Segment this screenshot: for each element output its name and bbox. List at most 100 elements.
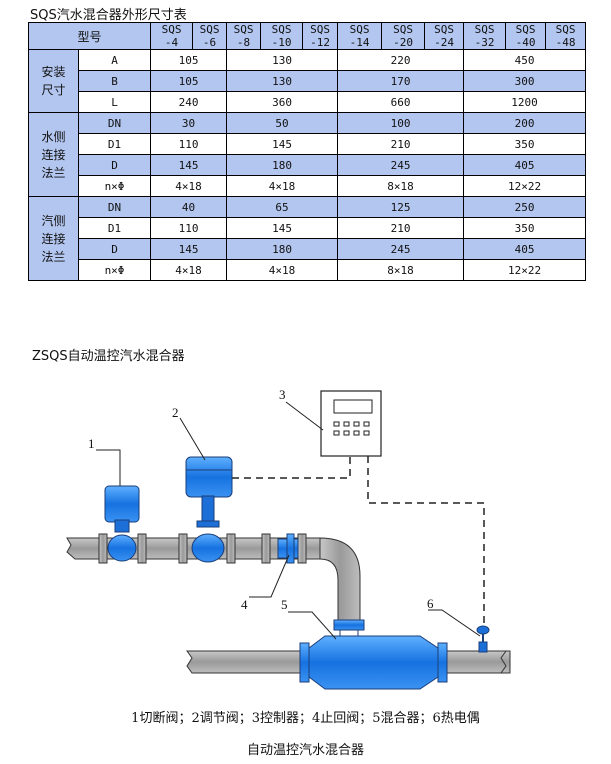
model-series: SQS bbox=[349, 23, 370, 36]
value-cell: 200 bbox=[463, 112, 587, 134]
table-title: SQS汽水混合器外形尺寸表 bbox=[30, 8, 187, 23]
model-series: SQS bbox=[233, 23, 254, 36]
value-cell: 50 bbox=[226, 112, 339, 134]
value-cell: 405 bbox=[463, 238, 587, 260]
value-cell: 240 bbox=[150, 91, 228, 113]
value-cell: 245 bbox=[337, 154, 465, 176]
shutoff-valve bbox=[104, 485, 140, 562]
value-cell: 350 bbox=[463, 133, 587, 155]
model-column-header: SQS-20 bbox=[381, 22, 426, 50]
value-cell: 145 bbox=[150, 238, 228, 260]
param-cell: DN bbox=[77, 112, 152, 134]
value-cell: 1200 bbox=[463, 91, 587, 113]
value-cell: 110 bbox=[150, 217, 228, 239]
model-series: SQS bbox=[474, 23, 495, 36]
value-cell: 210 bbox=[337, 217, 465, 239]
model-series: SQS bbox=[515, 23, 536, 36]
param-cell: L bbox=[77, 91, 152, 113]
model-number: -4 bbox=[164, 36, 179, 49]
value-cell: 8×18 bbox=[337, 259, 465, 281]
param-cell: D bbox=[77, 154, 152, 176]
param-cell: A bbox=[77, 49, 152, 71]
callout-5: 5 bbox=[281, 597, 288, 612]
model-series: SQS bbox=[434, 23, 454, 36]
param-cell: B bbox=[77, 70, 152, 92]
value-cell: 12×22 bbox=[463, 259, 587, 281]
value-cell: 8×18 bbox=[337, 175, 465, 197]
group-label: 水侧连接法兰 bbox=[28, 112, 79, 197]
value-cell: 105 bbox=[150, 49, 228, 71]
group-label-text: 水侧连接法兰 bbox=[41, 129, 66, 180]
value-cell: 170 bbox=[337, 70, 465, 92]
value-cell: 65 bbox=[226, 196, 339, 218]
model-column-header: SQS-48 bbox=[545, 22, 587, 50]
model-number: -12 bbox=[310, 36, 330, 49]
model-series: SQS bbox=[271, 23, 292, 36]
model-number: -40 bbox=[515, 36, 536, 49]
diagram-title: ZSQS自动温控汽水混合器 bbox=[32, 349, 185, 364]
model-series: SQS bbox=[161, 23, 182, 36]
value-cell: 145 bbox=[226, 217, 339, 239]
check-valve bbox=[277, 533, 299, 564]
model-column-header: SQS-14 bbox=[337, 22, 383, 50]
callout-3: 3 bbox=[279, 387, 286, 402]
leader-lines bbox=[96, 401, 481, 640]
controller bbox=[320, 390, 382, 457]
param-cell: D bbox=[77, 238, 152, 260]
value-cell: 4×18 bbox=[150, 259, 228, 281]
value-cell: 220 bbox=[337, 49, 465, 71]
value-cell: 4×18 bbox=[226, 175, 339, 197]
value-cell: 350 bbox=[463, 217, 587, 239]
callout-4: 4 bbox=[241, 597, 248, 612]
model-number: -24 bbox=[434, 36, 454, 49]
value-cell: 300 bbox=[463, 70, 587, 92]
model-series: SQS bbox=[555, 23, 576, 36]
model-number: -6 bbox=[202, 36, 217, 49]
value-cell: 30 bbox=[150, 112, 228, 134]
group-label-text: 安装尺寸 bbox=[41, 65, 66, 97]
param-cell: n×Φ bbox=[77, 259, 152, 281]
value-cell: 110 bbox=[150, 133, 228, 155]
value-cell: 145 bbox=[150, 154, 228, 176]
model-number: -10 bbox=[271, 36, 292, 49]
thermocouple bbox=[476, 625, 490, 653]
param-cell: D1 bbox=[77, 217, 152, 239]
value-cell: 4×18 bbox=[226, 259, 339, 281]
value-cell: 125 bbox=[337, 196, 465, 218]
model-header: 型号 bbox=[27, 22, 152, 50]
value-cell: 210 bbox=[337, 133, 465, 155]
value-cell: 130 bbox=[226, 70, 339, 92]
figure-caption: 自动温控汽水混合器 bbox=[246, 743, 364, 758]
model-column-header: SQS-10 bbox=[260, 22, 304, 50]
group-label-text: 汽侧连接法兰 bbox=[41, 213, 66, 264]
value-cell: 360 bbox=[226, 91, 339, 113]
value-cell: 180 bbox=[226, 238, 339, 260]
value-cell: 145 bbox=[226, 133, 339, 155]
model-column-header: SQS-24 bbox=[424, 22, 465, 50]
param-cell: D1 bbox=[77, 133, 152, 155]
model-series: SQS bbox=[199, 23, 220, 36]
group-label: 安装尺寸 bbox=[28, 49, 79, 113]
mixer-system-diagram: 1 2 3 4 5 6 bbox=[66, 387, 511, 690]
regulating-valve bbox=[185, 456, 233, 563]
value-cell: 4×18 bbox=[150, 175, 228, 197]
value-cell: 12×22 bbox=[463, 175, 587, 197]
value-cell: 100 bbox=[337, 112, 465, 134]
model-column-header: SQS-4 bbox=[150, 22, 194, 50]
model-column-header: SQS-12 bbox=[302, 22, 339, 50]
model-column-header: SQS-6 bbox=[192, 22, 228, 50]
model-series: SQS bbox=[393, 23, 413, 36]
model-column-header: SQS-40 bbox=[505, 22, 547, 50]
value-cell: 660 bbox=[337, 91, 465, 113]
model-number: -32 bbox=[474, 36, 495, 49]
callout-2: 2 bbox=[172, 405, 179, 420]
value-cell: 250 bbox=[463, 196, 587, 218]
